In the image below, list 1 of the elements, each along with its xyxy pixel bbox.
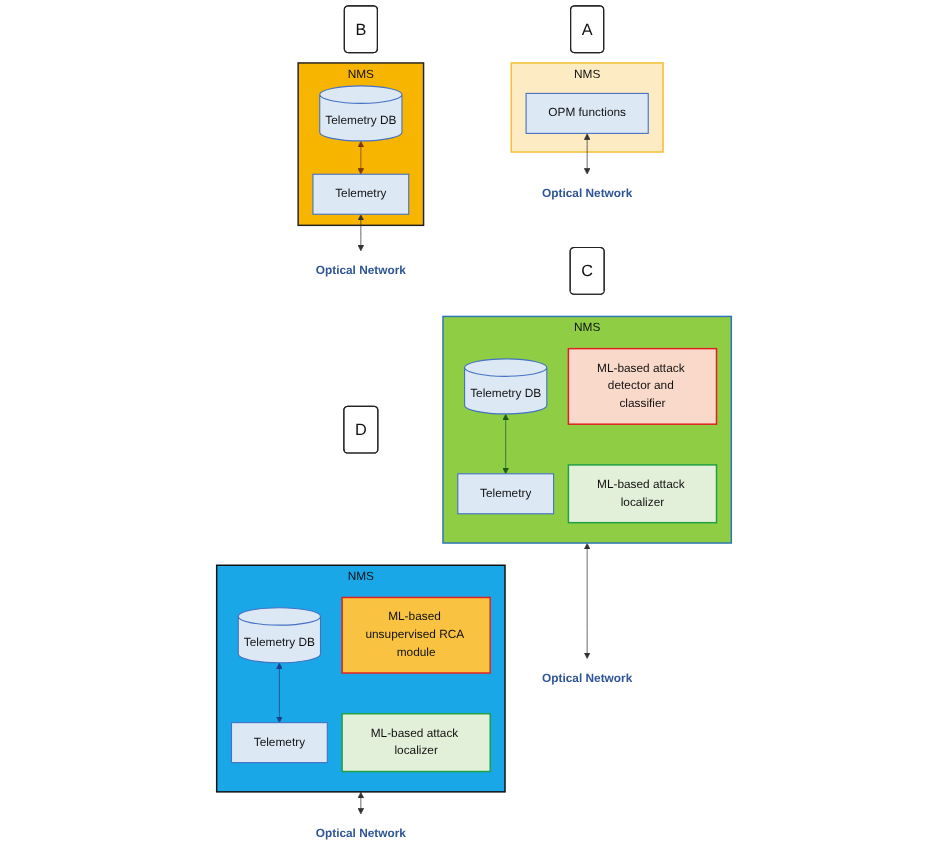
arrow	[357, 791, 365, 815]
